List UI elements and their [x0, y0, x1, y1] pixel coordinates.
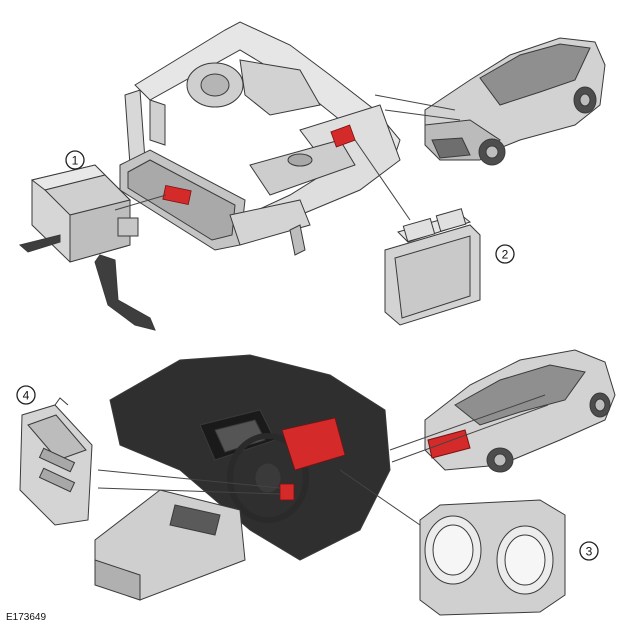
- callout-2-label: 2: [502, 248, 509, 262]
- component-1-module: [18, 164, 156, 331]
- sedan-front-illustration: [424, 37, 606, 166]
- component-4-switch-pack: [19, 397, 93, 526]
- highlight-module-front: [162, 184, 192, 206]
- callout-3: 3: [579, 541, 599, 561]
- front-subframe-illustration: [119, 21, 401, 256]
- component-3-cluster: [419, 499, 566, 616]
- callout-2: 2: [495, 244, 515, 264]
- highlight-switch-area: [279, 483, 295, 501]
- leader-lines: [97, 94, 549, 526]
- figure-reference: E173649: [6, 612, 47, 623]
- callout-1-label: 1: [72, 154, 79, 168]
- callout-4: 4: [16, 385, 36, 405]
- highlight-cluster-area: [281, 417, 346, 471]
- dashboard-illustration: [94, 354, 391, 601]
- callout-4-label: 4: [23, 389, 30, 403]
- component-2-module: [384, 208, 481, 326]
- callout-3-label: 3: [586, 545, 593, 559]
- sedan-rear-illustration: [424, 349, 616, 473]
- highlight-module-rear: [330, 124, 356, 148]
- callout-1: 1: [65, 150, 85, 170]
